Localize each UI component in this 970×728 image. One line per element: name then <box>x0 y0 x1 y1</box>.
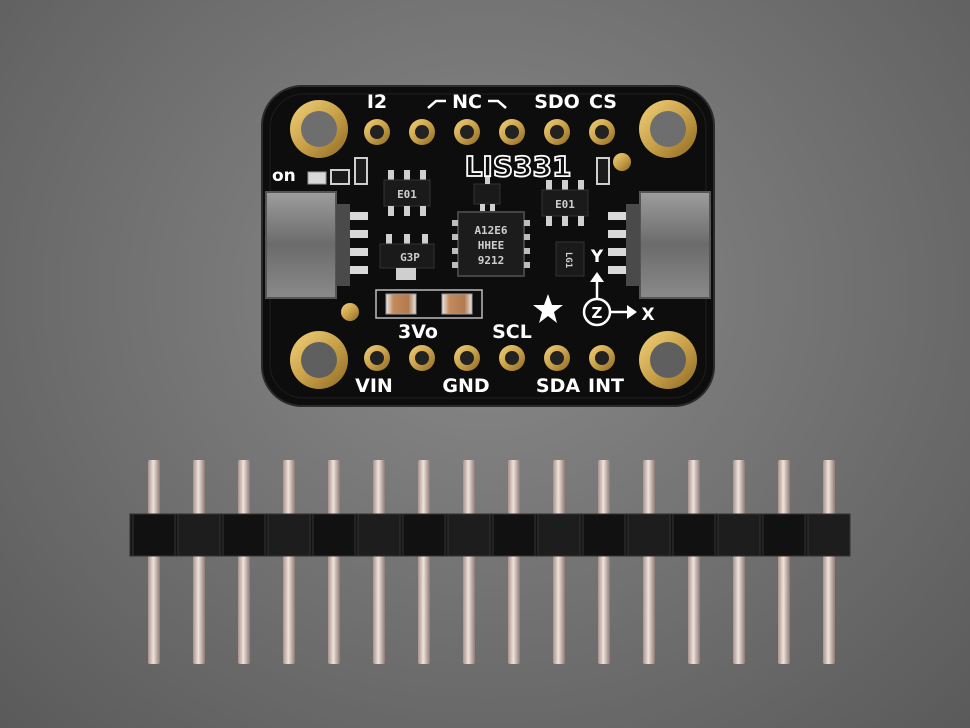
svg-text:9212: 9212 <box>478 254 505 267</box>
svg-text:E01: E01 <box>555 198 575 211</box>
power-label: on <box>272 166 296 186</box>
breakout-board: I2 NC SDO CS LIS331 on <box>261 85 715 407</box>
resistor <box>330 169 350 185</box>
nc-bracket <box>427 99 507 109</box>
axis-z-label: Z <box>592 304 603 322</box>
header-segment <box>627 513 671 557</box>
axis-indicator: Z Y X <box>582 247 655 327</box>
header-segment <box>132 513 176 557</box>
pin-label-sda: SDA <box>536 375 580 397</box>
header-pin <box>733 460 745 664</box>
header-pin <box>148 460 160 664</box>
header-pin <box>688 460 700 664</box>
svg-text:G3P: G3P <box>400 251 420 264</box>
header-segment <box>762 513 806 557</box>
svg-text:LG1: LG1 <box>563 252 573 268</box>
header-segment <box>537 513 581 557</box>
header-segment <box>447 513 491 557</box>
header-segment <box>222 513 266 557</box>
header-pin <box>823 460 835 664</box>
header-pin <box>778 460 790 664</box>
header-segment <box>357 513 401 557</box>
header-segment <box>807 513 851 557</box>
svg-text:HHEE: HHEE <box>478 239 505 252</box>
capacitor <box>441 293 473 315</box>
header-pin <box>373 460 385 664</box>
stemma-connector-right[interactable] <box>608 191 711 299</box>
header-pin <box>418 460 430 664</box>
resistor <box>354 157 368 185</box>
header-pin <box>598 460 610 664</box>
board-name: LIS331 <box>465 150 572 183</box>
header-pin <box>463 460 475 664</box>
header-segment <box>267 513 311 557</box>
pin-label-scl: SCL <box>492 321 532 343</box>
header-pin <box>643 460 655 664</box>
transistor <box>473 177 501 211</box>
pin-label-cs: CS <box>589 91 617 113</box>
pin-label-3vo: 3Vo <box>398 321 438 343</box>
stemma-connector-left[interactable] <box>265 191 368 299</box>
test-pad <box>341 303 359 321</box>
star-logo <box>533 294 563 323</box>
pin-label-sdo: SDO <box>534 91 580 113</box>
pin-header-strip <box>129 460 851 664</box>
capacitor <box>385 293 417 315</box>
level-shifter-chip-right: E01 <box>541 180 589 226</box>
voltage-regulator: G3P <box>379 234 435 280</box>
pin-label-i2: I2 <box>367 91 387 113</box>
header-pin <box>508 460 520 664</box>
svg-text:E01: E01 <box>397 188 417 201</box>
resistor <box>596 157 610 185</box>
axis-x-label: X <box>641 305 654 325</box>
mounting-hole <box>290 100 348 158</box>
header-segment <box>582 513 626 557</box>
mosfet-chip: LG1 <box>555 241 585 277</box>
header-pin <box>238 460 250 664</box>
header-pin <box>553 460 565 664</box>
mounting-hole <box>639 100 697 158</box>
header-segment <box>492 513 536 557</box>
pin-label-vin: VIN <box>355 375 393 397</box>
test-pad <box>613 153 631 171</box>
accelerometer-chip: A12E6 HHEE 9212 <box>452 211 530 277</box>
header-segment <box>312 513 356 557</box>
header-segment <box>402 513 446 557</box>
header-pin <box>283 460 295 664</box>
header-pin <box>328 460 340 664</box>
header-segment <box>177 513 221 557</box>
axis-y-label: Y <box>590 247 604 267</box>
bottom-pin-pads <box>364 345 615 371</box>
pin-label-gnd: GND <box>442 375 489 397</box>
header-segment <box>717 513 761 557</box>
power-led <box>307 171 327 185</box>
header-segment <box>672 513 716 557</box>
top-pin-pads <box>364 119 615 145</box>
mounting-hole <box>639 331 697 389</box>
pin-label-int: INT <box>588 375 624 397</box>
svg-text:A12E6: A12E6 <box>474 224 507 237</box>
pin-label-nc: NC <box>452 91 482 113</box>
level-shifter-chip-left: E01 <box>383 170 431 216</box>
mounting-hole <box>290 331 348 389</box>
header-pin <box>193 460 205 664</box>
